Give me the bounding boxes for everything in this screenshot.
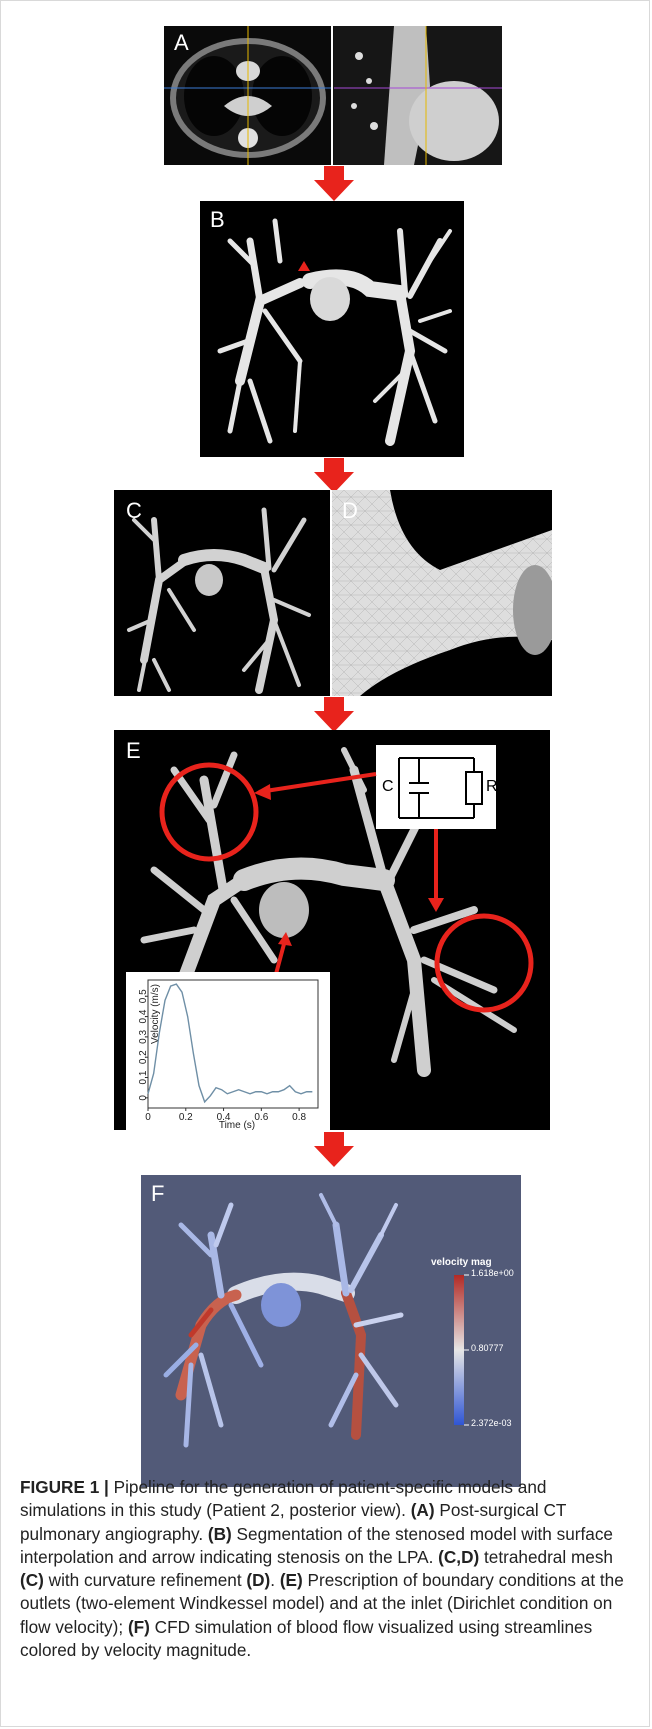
y-tick-label: 0 <box>138 1095 149 1101</box>
resistor-label: R <box>486 778 498 796</box>
panel-b-segmentation: B <box>200 201 464 457</box>
flow-arrow-4 <box>312 1132 356 1168</box>
caption-b-tag: (B) <box>208 1524 232 1544</box>
panel-e-label: E <box>126 738 141 764</box>
colorbar-title: velocity mag <box>431 1257 492 1268</box>
panel-c-d-divider <box>330 490 332 696</box>
colorbar-max-label: 1.618e+00 <box>471 1268 514 1278</box>
panel-a-label: A <box>174 30 189 56</box>
y-tick-label: 0.5 <box>138 989 149 1003</box>
ct-slices-image <box>164 26 502 165</box>
flow-arrow-3 <box>312 697 356 733</box>
panel-f-cfd-simulation: F velocity mag 1.618e+00 0.80777 2.372e-… <box>141 1175 521 1487</box>
colorbar-min-label: 2.372e-03 <box>471 1418 512 1428</box>
flow-arrow-2 <box>312 458 356 494</box>
caption-cd-text: tetrahedral mesh <box>479 1547 613 1567</box>
panel-c-mesh: C <box>114 490 330 696</box>
y-tick-label: 0.1 <box>138 1070 149 1084</box>
figure-caption: FIGURE 1 | Pipeline for the generation o… <box>20 1476 630 1662</box>
capacitor-label: C <box>382 778 394 796</box>
x-axis-label: Time (s) <box>219 1120 255 1130</box>
caption-figure-label: FIGURE 1 | <box>20 1477 109 1497</box>
caption-e-tag: (E) <box>280 1570 303 1590</box>
caption-d-text: . <box>270 1570 280 1590</box>
caption-c-text: with curvature refinement <box>44 1570 247 1590</box>
tetrahedral-mesh-image <box>114 490 330 696</box>
x-tick-label: 0.6 <box>254 1112 268 1123</box>
panel-d-mesh-zoom: D <box>330 490 552 696</box>
caption-a-tag: (A) <box>411 1500 435 1520</box>
panel-b-label: B <box>210 207 225 233</box>
y-tick-label: 0.4 <box>138 1009 149 1023</box>
segmented-vessel-model <box>200 201 464 457</box>
velocity-series-line <box>148 984 312 1102</box>
colorbar-mid-label: 0.80777 <box>471 1343 504 1353</box>
caption-cd-tag: (C,D) <box>438 1547 479 1567</box>
streamline-visualization <box>141 1175 521 1487</box>
x-tick-label: 0 <box>145 1112 151 1123</box>
flow-arrow-1 <box>312 166 356 202</box>
caption-f-tag: (F) <box>128 1617 150 1637</box>
panel-a-ct-images: A <box>164 26 502 165</box>
caption-d-tag: (D) <box>246 1570 270 1590</box>
caption-c-tag: (C) <box>20 1570 44 1590</box>
x-tick-label: 0.8 <box>292 1112 306 1123</box>
panel-f-label: F <box>151 1181 164 1207</box>
y-tick-label: 0.3 <box>138 1030 149 1044</box>
panel-d-label: D <box>342 498 358 524</box>
y-tick-label: 0.2 <box>138 1050 149 1064</box>
panel-c-label: C <box>126 498 142 524</box>
x-tick-label: 0.2 <box>179 1112 193 1123</box>
curvature-refinement-image <box>330 490 552 696</box>
